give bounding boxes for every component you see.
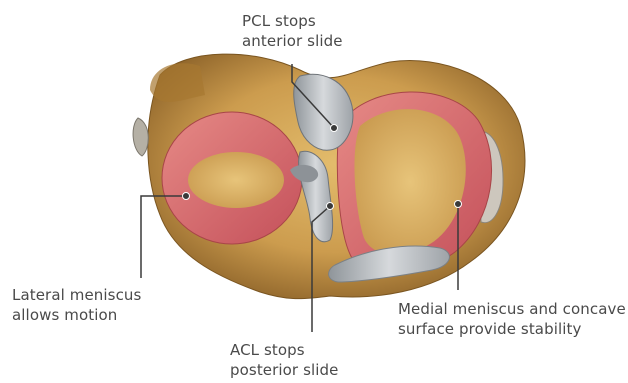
pcl-label-line2: anterior slide	[242, 31, 343, 51]
medial-marker-dot	[455, 201, 462, 208]
tibia-lateral-edge	[150, 63, 205, 102]
lateral-meniscus-label: Lateral meniscus allows motion	[12, 285, 141, 325]
pcl-label: PCL stops anterior slide	[242, 11, 343, 51]
lateral-marker-dot	[183, 193, 190, 200]
acl-label-line1: ACL stops	[230, 340, 338, 360]
lateral-plateau	[188, 152, 284, 208]
medial-meniscus-label: Medial meniscus and concave surface prov…	[398, 299, 626, 339]
acl-label-line2: posterior slide	[230, 360, 338, 380]
medial-meniscus-label-line1: Medial meniscus and concave	[398, 299, 626, 319]
pcl-marker-dot	[331, 125, 338, 132]
acl-label: ACL stops posterior slide	[230, 340, 338, 380]
medial-meniscus-label-line2: surface provide stability	[398, 319, 626, 339]
pcl-label-line1: PCL stops	[242, 11, 343, 31]
left-bone-knob	[133, 118, 148, 156]
lateral-meniscus-label-line1: Lateral meniscus	[12, 285, 141, 305]
lateral-meniscus-label-line2: allows motion	[12, 305, 141, 325]
acl-marker-dot	[327, 203, 334, 210]
